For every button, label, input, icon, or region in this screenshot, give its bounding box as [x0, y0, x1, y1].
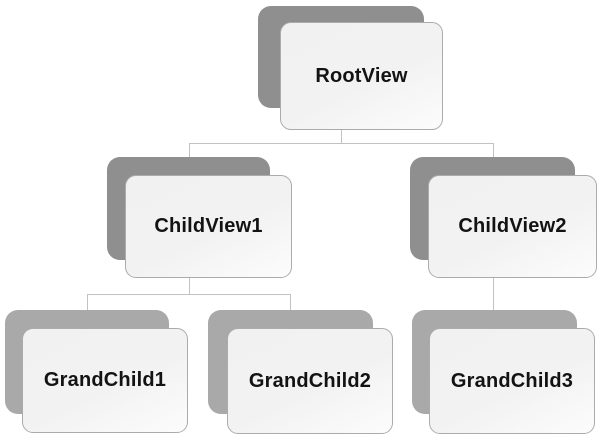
connector-childview1-drop [189, 143, 190, 158]
node-card: GrandChild2 [227, 328, 393, 434]
connector-level1-crossbar [189, 143, 494, 144]
connector-grandchild2-drop [290, 294, 291, 311]
connector-childview1-stem [189, 276, 190, 295]
node-card: RootView [280, 22, 443, 130]
node-label: GrandChild1 [43, 369, 167, 391]
node-label: RootView [315, 64, 408, 87]
node-card: GrandChild1 [22, 328, 188, 433]
node-label: ChildView1 [154, 215, 263, 237]
node-card: ChildView1 [125, 175, 292, 278]
connector-root-stem [341, 129, 342, 144]
node-card: GrandChild3 [429, 328, 595, 434]
connector-grandchild1-drop [87, 294, 88, 311]
connector-childview2-drop [493, 143, 494, 158]
node-label: ChildView2 [458, 215, 567, 237]
node-card: ChildView2 [428, 175, 597, 278]
node-label: GrandChild3 [450, 369, 574, 392]
connector-level2-crossbar [87, 294, 291, 295]
node-label: GrandChild2 [248, 369, 372, 392]
connector-grandchild3-stem [493, 276, 494, 311]
